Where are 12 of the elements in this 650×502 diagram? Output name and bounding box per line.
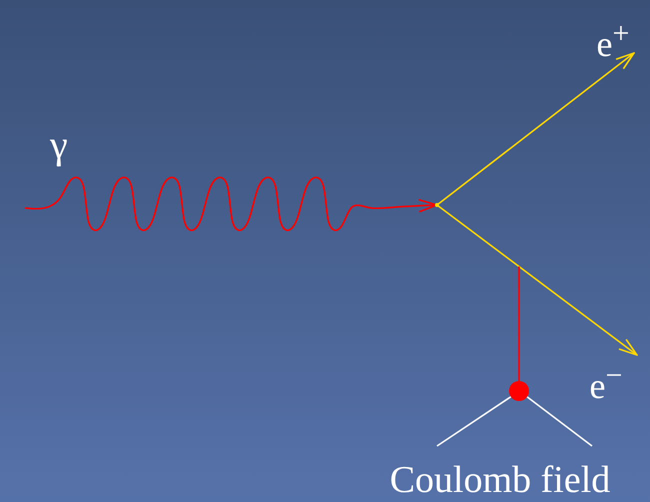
nucleus-dot — [509, 381, 529, 401]
particle-label: e$^{−}$ — [578, 356, 634, 396]
particle-arrow — [436, 52, 635, 206]
connector-line — [526, 395, 592, 447]
edge-label: γ — [50, 125, 68, 165]
particle-label: e$^{+}$ — [585, 14, 641, 54]
connector-line — [436, 395, 512, 447]
field-label: Coulomb field — [360, 460, 640, 500]
photon-wave-arrow — [24, 176, 438, 231]
particle-arrow — [436, 204, 638, 356]
connector-line — [518, 266, 520, 381]
vertex-point — [435, 203, 439, 207]
